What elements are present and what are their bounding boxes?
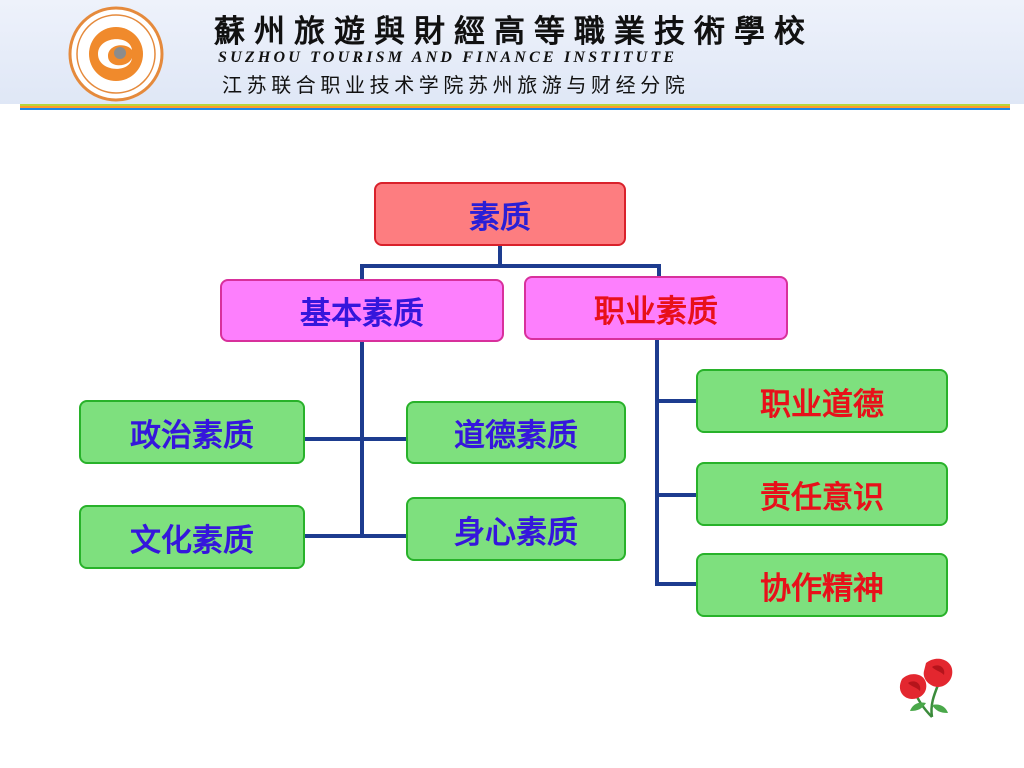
node-physical-mental-quality-label: 身心素质: [454, 514, 578, 551]
rose-icon: [899, 658, 953, 718]
node-sense-of-responsibility: 责任意识: [696, 462, 948, 526]
node-cultural-quality-label: 文化素质: [130, 522, 254, 559]
node-basic-quality-label: 基本素质: [300, 296, 424, 332]
header-banner: 蘇州旅遊與財經高等職業技術學校 SUZHOU TOURISM AND FINAN…: [0, 0, 1024, 104]
node-professional-quality: 职业素质: [524, 276, 788, 340]
root-node-label: 素质: [469, 199, 531, 236]
root-node-quality: 素质: [374, 182, 626, 246]
connector-lines: [303, 244, 700, 586]
stripe-blue: [20, 108, 1010, 110]
node-political-quality: 政治素质: [79, 400, 305, 464]
node-professional-quality-label: 职业素质: [594, 293, 718, 330]
node-sense-of-responsibility-label: 责任意识: [760, 479, 884, 516]
school-name-en: SUZHOU TOURISM AND FINANCE INSTITUTE: [218, 49, 678, 66]
school-name-cn: 蘇州旅遊與財經高等職業技術學校: [214, 14, 814, 50]
node-physical-mental-quality: 身心素质: [406, 497, 626, 561]
node-cultural-quality: 文化素质: [79, 505, 305, 569]
node-moral-quality: 道德素质: [406, 401, 626, 464]
node-moral-quality-label: 道德素质: [454, 418, 578, 454]
node-professional-ethics: 职业道德: [696, 369, 948, 433]
node-basic-quality: 基本素质: [220, 279, 504, 342]
school-subtitle: 江苏联合职业技术学院苏州旅游与财经分院: [222, 73, 690, 97]
node-political-quality-label: 政治素质: [130, 417, 254, 454]
stripe-orange: [20, 106, 1010, 108]
node-professional-ethics-label: 职业道德: [760, 386, 884, 423]
node-cooperative-spirit: 协作精神: [696, 553, 948, 617]
stripe-green: [20, 104, 1010, 106]
header-stripes: [20, 104, 1010, 110]
node-cooperative-spirit-label: 协作精神: [760, 570, 884, 607]
school-logo-icon: [68, 6, 164, 102]
